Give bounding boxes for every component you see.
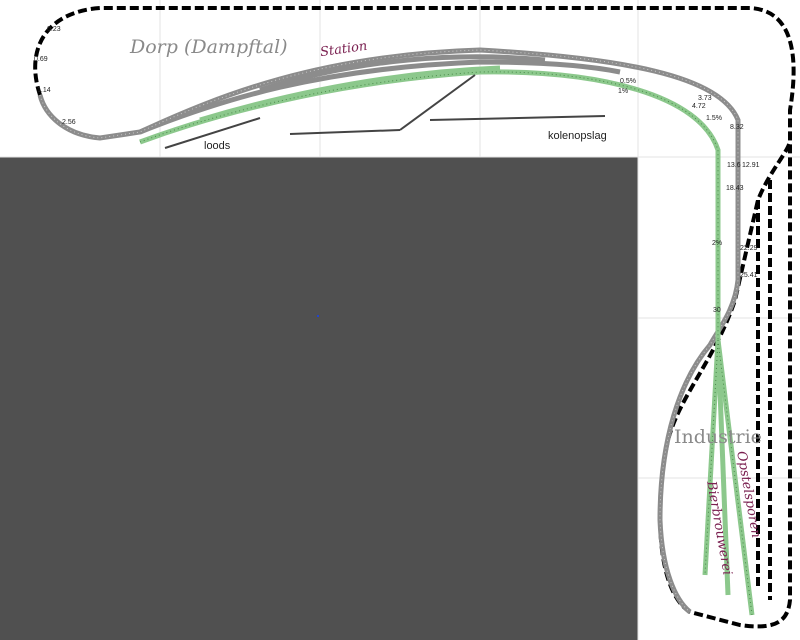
length-marker: 0.23 [47,26,61,33]
gradient-marker: 1% [618,88,629,95]
length-marker: 8.32 [730,124,744,131]
length-marker: 30 [713,307,721,314]
coal-yard-label: kolenopslag [548,130,607,142]
length-marker: 0.69 [34,56,48,63]
marker-dot [317,315,319,317]
length-marker: 4.72 [692,103,706,110]
main-track [37,47,741,614]
gradient-marker: 1.5% [706,115,722,122]
grey-overlay-area [0,157,638,640]
length-marker: 2.56 [62,119,76,126]
hidden-track [33,6,796,629]
gradient-marker: 0.5% [620,78,636,85]
length-marker: 22.29 [740,245,758,252]
industry-label: Industrie [674,426,762,448]
length-marker: 25.41 [740,272,758,279]
length-marker: 3.73 [698,95,712,102]
siding-sleepers [139,71,753,616]
village-label: Dorp (Dampftal) [130,36,288,58]
buildings [164,74,606,149]
gradient-marker: 2% [712,240,723,247]
shed-label: loods [204,140,231,152]
length-marker: 18.43 [726,185,744,192]
length-marker: 1.14 [37,87,51,94]
length-marker: 13.6 [727,162,741,169]
main-track-sleepers [39,49,739,613]
length-marker: 12.91 [742,162,760,169]
